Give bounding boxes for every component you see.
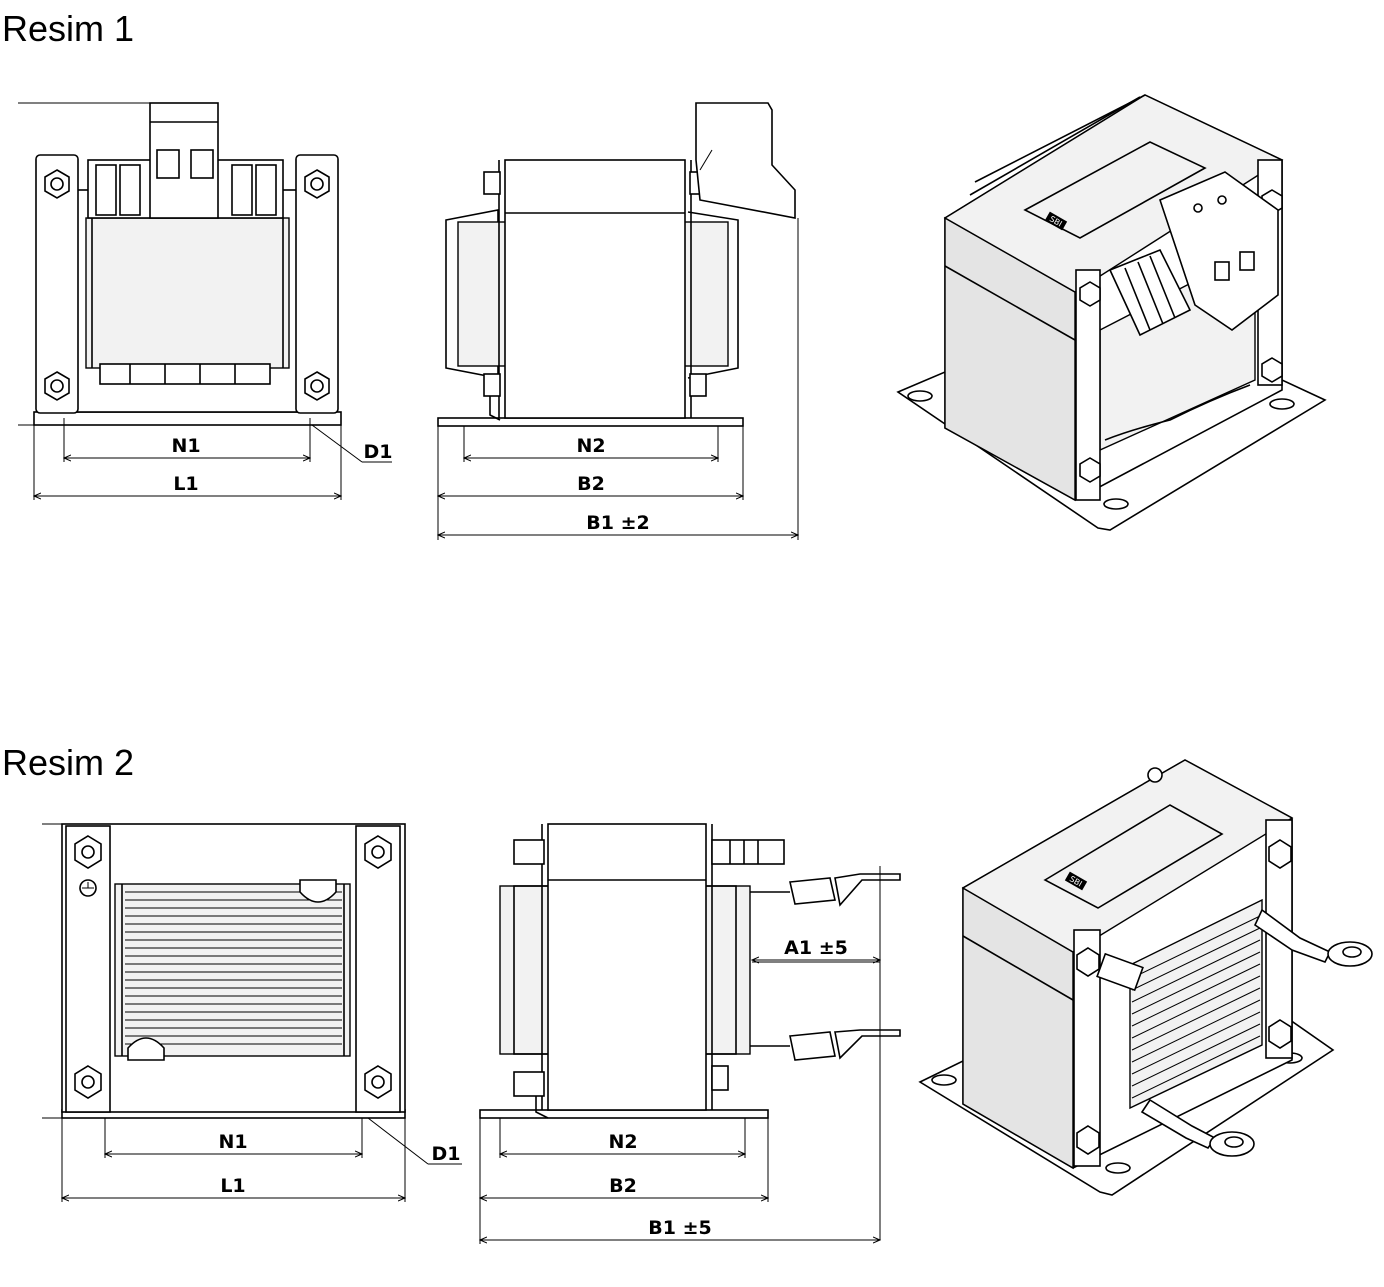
fig1-l1-label: L1 <box>173 473 198 495</box>
fig1-n2-label: N2 <box>576 435 605 457</box>
figure-2-title: Resim 2 <box>2 742 135 783</box>
fig2-l1-label: L1 <box>220 1175 245 1197</box>
fig2-b2-label: B2 <box>609 1175 637 1197</box>
fig1-b2-label: B2 <box>577 473 605 495</box>
fig1-b1-label: B1 ±2 <box>586 512 649 534</box>
fig1-isometric-view: SBI <box>896 94 1327 531</box>
coil-winding <box>125 891 342 1045</box>
fig2-n1-label: N1 <box>218 1131 247 1153</box>
figure-1-title: Resim 1 <box>2 8 135 49</box>
fig1-side-view: N2 B2 B1 ±2 <box>438 102 798 540</box>
bolt-icon <box>74 835 392 1099</box>
fig2-side-view: A1 ±5 N2 B2 B1 ±5 <box>480 823 901 1244</box>
fig1-front-view: N1 L1 D1 <box>18 102 393 500</box>
fig2-front-view: N1 L1 D1 <box>42 823 462 1202</box>
fig1-d1-label: D1 <box>364 441 393 463</box>
bolt-icon <box>44 169 330 401</box>
fig2-b1-label: B1 ±5 <box>648 1217 711 1239</box>
fig2-d1-label: D1 <box>432 1143 461 1165</box>
coil-winding-iso <box>1131 915 1261 1099</box>
fig2-isometric-view: SBI <box>918 759 1373 1196</box>
fig1-n1-label: N1 <box>171 435 200 457</box>
fig2-n2-label: N2 <box>608 1131 637 1153</box>
ground-icon <box>79 879 97 897</box>
fig2-a1-label: A1 ±5 <box>784 937 848 959</box>
